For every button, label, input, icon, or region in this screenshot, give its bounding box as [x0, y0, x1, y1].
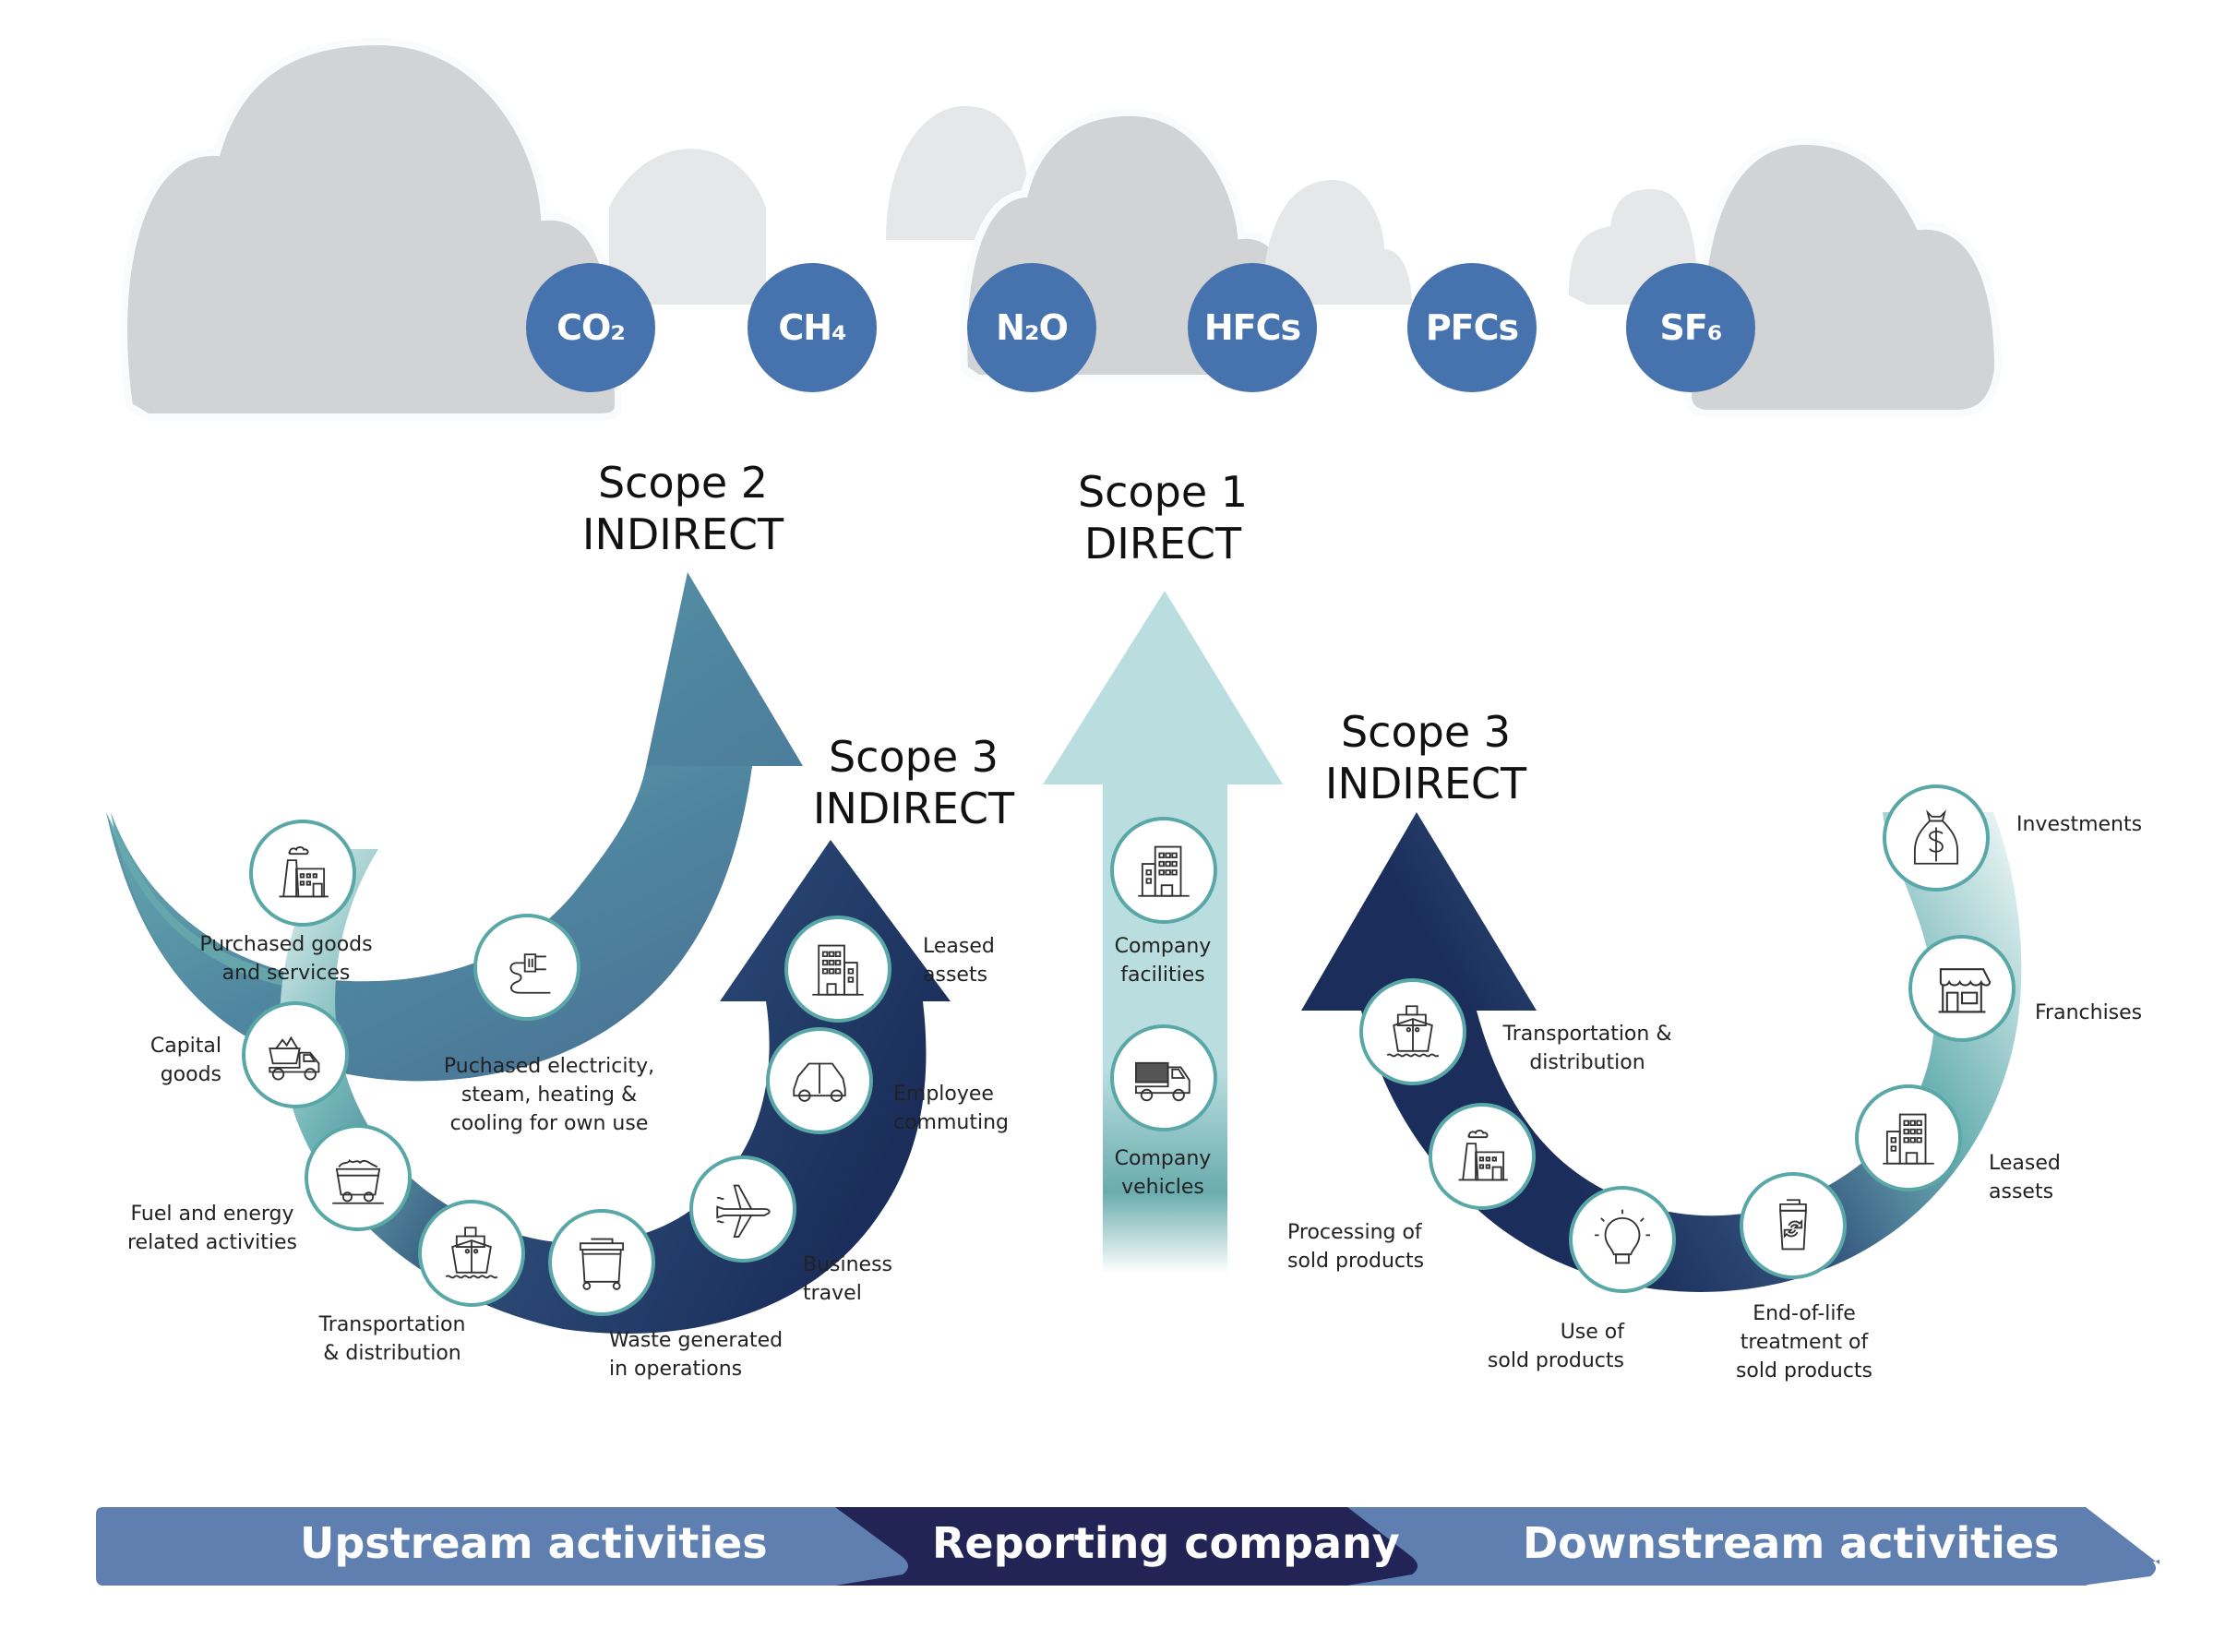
activity-banner — [96, 1507, 2159, 1586]
power-plug-icon — [473, 914, 580, 1021]
scope1-title: Scope 1 DIRECT — [1077, 467, 1249, 569]
label-capital-goods: Capital goods — [150, 1035, 221, 1086]
gas-ch4: CH₄ — [748, 263, 877, 392]
ship-icon — [1359, 978, 1466, 1085]
car-icon — [766, 1027, 873, 1134]
factory-icon — [1429, 1103, 1536, 1210]
banner-reporting-label: Reporting company — [932, 1518, 1400, 1568]
label-leased-assets-downstream: Leased assets — [1989, 1152, 2061, 1203]
office-building-icon — [1855, 1084, 1962, 1191]
cloud-4 — [1684, 137, 2003, 417]
dump-truck-icon — [242, 1001, 349, 1108]
label-employee-commuting: Employee commuting — [893, 1083, 1010, 1134]
gas-sf6: SF₆ — [1626, 263, 1755, 392]
label-company-facilities: Company facilities — [1114, 935, 1212, 987]
scope3-upstream-title: Scope 3 INDIRECT — [812, 732, 1015, 833]
gas-co2: CO₂ — [526, 263, 655, 392]
label-franchises: Franchises — [2035, 1001, 2143, 1024]
scope3-downstream-title: Scope 3 INDIRECT — [1324, 707, 1527, 808]
label-transportation-upstream: Transportation & distribution — [318, 1313, 466, 1365]
gas-n2o: N₂O — [967, 263, 1096, 392]
banner-upstream-shape — [96, 1507, 908, 1586]
truck-icon — [1110, 1024, 1217, 1131]
label-purchased-goods: Purchased goods and services — [199, 933, 373, 985]
office-building-icon — [1110, 817, 1217, 924]
label-fuel-energy: Fuel and energy related activities — [127, 1203, 297, 1254]
cloud-1-back — [609, 149, 766, 305]
light-bulb-icon — [1569, 1186, 1676, 1293]
label-waste: Waste generated in operations — [609, 1329, 784, 1381]
dumpster-icon — [548, 1209, 655, 1316]
office-building-icon — [784, 916, 891, 1023]
label-purchased-electricity: Puchased electricity, steam, heating & c… — [443, 1055, 655, 1135]
label-end-of-life: End-of-life treatment of sold products — [1735, 1302, 1873, 1383]
banner-downstream-shape — [1338, 1507, 2159, 1586]
gas-pfcs: PFCs — [1407, 263, 1537, 392]
gas-hfcs: HFCs — [1188, 263, 1317, 392]
coal-cart-icon — [305, 1124, 412, 1231]
storefront-icon — [1908, 935, 2016, 1042]
recycle-bin-icon — [1740, 1172, 1847, 1279]
scope1-arrow — [1043, 591, 1283, 1274]
label-company-vehicles: Company vehicles — [1114, 1147, 1212, 1199]
label-business-travel: Business travel — [803, 1253, 893, 1305]
airplane-icon — [689, 1155, 796, 1263]
scope2-arc-left — [106, 812, 332, 992]
banner-upstream-label: Upstream activities — [300, 1518, 768, 1568]
banner-reporting-shape — [835, 1507, 1418, 1586]
money-bag-icon — [1883, 784, 1990, 892]
label-use-of-sold-products: Use of sold products — [1487, 1321, 1624, 1372]
ship-icon — [418, 1200, 525, 1307]
scope2-arc-fill — [111, 766, 752, 1082]
label-leased-assets-upstream: Leased assets — [923, 935, 995, 987]
cloud-3-back — [1264, 180, 1412, 305]
banner-downstream-tip — [2081, 1507, 2156, 1586]
scope2-title: Scope 2 INDIRECT — [581, 458, 784, 559]
label-processing: Processing of sold products — [1287, 1221, 1425, 1273]
label-transportation-downstream: Transportation & distribution — [1502, 1023, 1672, 1074]
banner-downstream-label: Downstream activities — [1523, 1518, 2060, 1568]
label-investments: Investments — [2016, 813, 2143, 836]
factory-icon — [249, 820, 356, 927]
